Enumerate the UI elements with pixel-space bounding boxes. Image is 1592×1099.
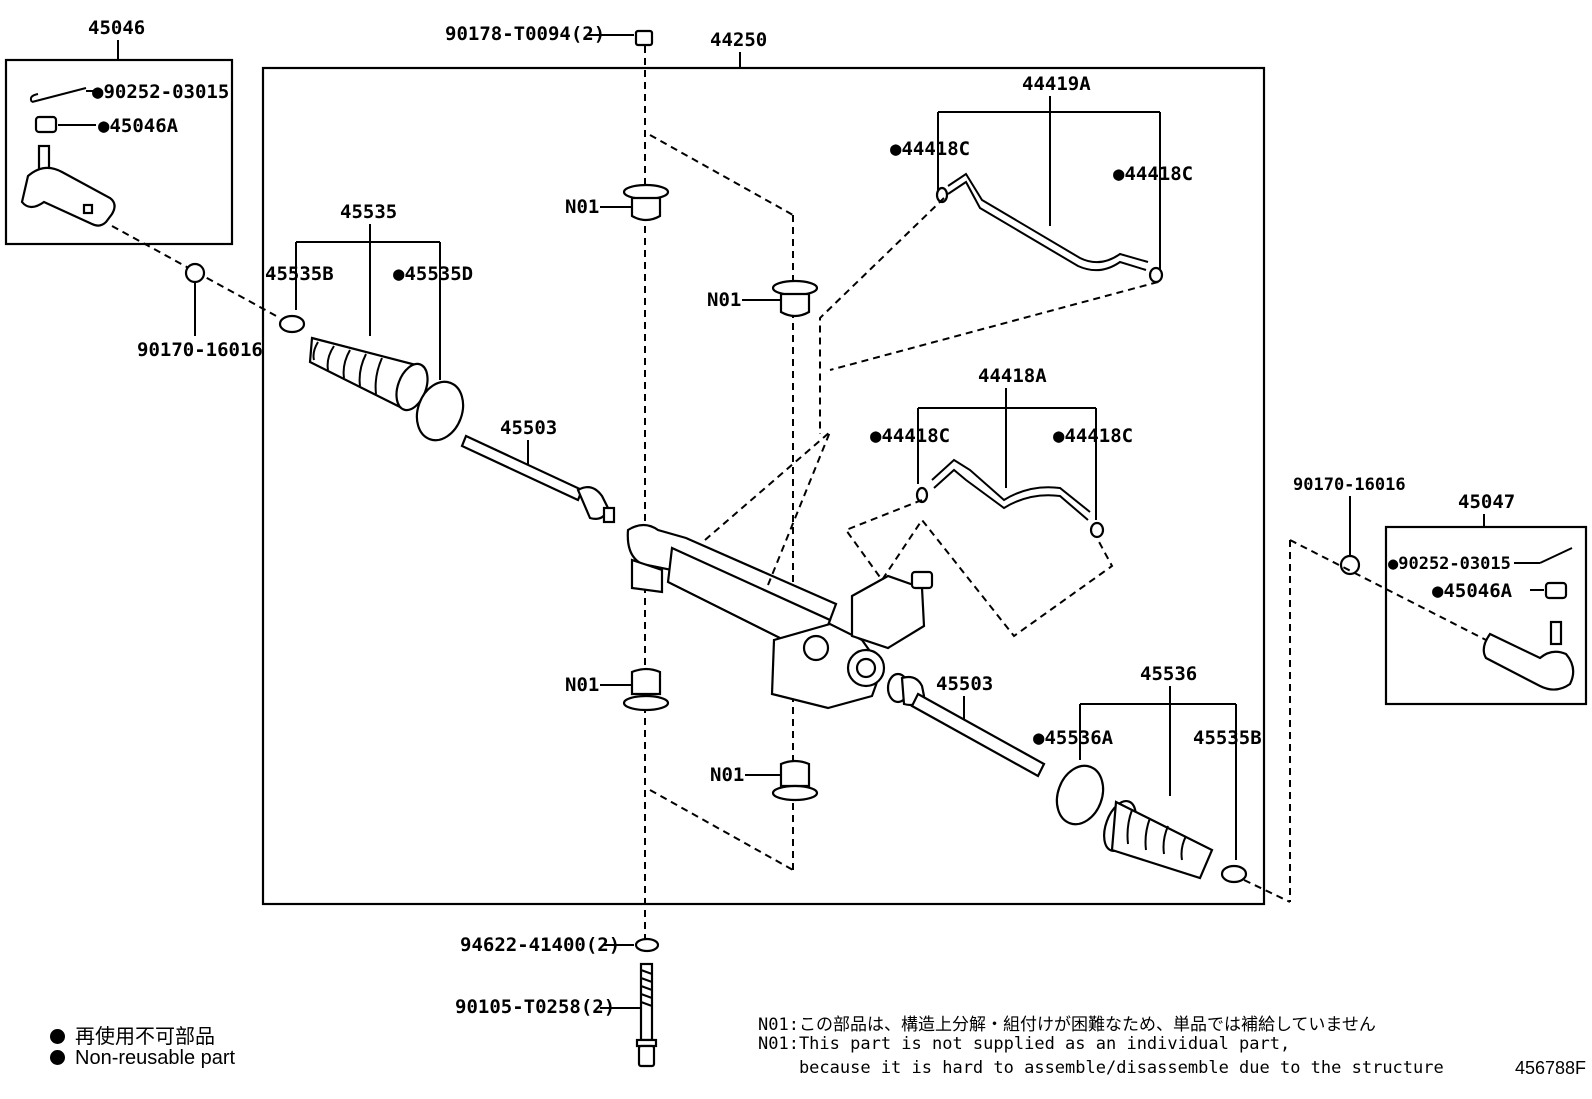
label-45047[interactable]: 45047: [1458, 491, 1515, 513]
label-44250[interactable]: 44250: [710, 29, 767, 51]
bullet-icon: [50, 1050, 65, 1065]
bolt-90105-icon: [635, 962, 658, 1068]
label-n01-a[interactable]: N01: [565, 196, 599, 218]
clamp-45535B-left-icon: [278, 314, 306, 334]
label-90105-T0258[interactable]: 90105-T0258(2): [455, 996, 615, 1018]
figure-number: 456788F: [1514, 1058, 1586, 1078]
nut-90178-icon: [634, 29, 654, 47]
note-line-1: N01:この部品は、構造上分解・組付けが困難なため、単品では補給していません: [758, 1015, 1376, 1035]
label-90170-16016-right[interactable]: 90170-16016: [1293, 475, 1406, 495]
nut-right-icon: [1544, 581, 1568, 600]
boot-45536-icon: [1103, 800, 1214, 880]
inner-tie-rod-left-icon: [460, 434, 616, 524]
nut-icon: [34, 115, 58, 134]
label-44418A[interactable]: 44418A: [978, 365, 1047, 387]
label-45536A[interactable]: ●45536A: [1033, 727, 1114, 749]
label-n01-b[interactable]: N01: [707, 289, 741, 311]
n01-bushing-bottom-right: N01: [710, 759, 819, 802]
n01-bushing-bottom-left: N01: [565, 667, 670, 712]
clamp-45535B-right-icon: [1220, 864, 1248, 884]
label-n01-d[interactable]: N01: [710, 764, 744, 786]
legend-jp: 再使用不可部品: [50, 1020, 215, 1049]
label-44418C-3[interactable]: ●44418C: [870, 425, 950, 447]
label-90170-16016-left[interactable]: 90170-16016: [137, 339, 263, 361]
cotter-pin-right-icon: [1539, 547, 1573, 564]
label-45535B-right[interactable]: 45535B: [1193, 727, 1262, 749]
label-45535D[interactable]: ●45535D: [393, 263, 473, 285]
nut-90170-left-icon: [184, 262, 206, 284]
inner-tie-rod-right-icon: [886, 672, 1046, 778]
label-45046A-right[interactable]: ●45046A: [1432, 580, 1513, 602]
label-45503-left[interactable]: 45503: [500, 417, 557, 439]
label-90252-03015-left[interactable]: ●90252-03015: [92, 81, 229, 103]
gear-assembly-boundary-box: [261, 66, 1266, 906]
cotter-pin-icon: [29, 87, 87, 103]
tie-rod-end-right-group: [1384, 525, 1588, 706]
n01-bushing-top-left: N01: [565, 183, 670, 222]
label-45535B-left[interactable]: 45535B: [265, 263, 334, 285]
label-90178-T0094[interactable]: 90178-T0094(2): [445, 23, 605, 45]
label-44418C-2[interactable]: ●44418C: [1113, 163, 1193, 185]
label-44418C-1[interactable]: ●44418C: [890, 138, 970, 160]
legend-en: Non-reusable part: [50, 1047, 235, 1070]
pipe-44419A-icon: [947, 172, 1149, 264]
tie-rod-end-left-icon: [20, 144, 116, 227]
clamp-45535D-icon: [415, 380, 465, 442]
tie-rod-end-left-group: 45046 ●90252-03015 ●45046A: [4, 17, 234, 246]
legend-en-text: Non-reusable part: [75, 1047, 236, 1069]
tie-rod-end-right-icon: [1482, 620, 1575, 691]
note-line-3: because it is hard to assemble/disassemb…: [758, 1058, 1444, 1078]
label-44419A[interactable]: 44419A: [1022, 73, 1091, 95]
clamp-45536A-icon: [1055, 764, 1105, 826]
legend-jp-text: 再使用不可部品: [75, 1026, 215, 1048]
nut-90170-right-icon: [1339, 554, 1361, 576]
washer-94622-icon: [634, 937, 660, 953]
n01-bushing-top-right: N01: [707, 279, 819, 318]
label-n01-c[interactable]: N01: [565, 674, 599, 696]
label-44418C-4[interactable]: ●44418C: [1053, 425, 1133, 447]
pipe-44418A-icon: [931, 458, 1091, 513]
label-45503-right[interactable]: 45503: [936, 673, 993, 695]
note-line-2: N01:This part is not supplied as an indi…: [758, 1034, 1291, 1054]
label-90252-03015-right[interactable]: ●90252-03015: [1388, 554, 1511, 574]
label-45536[interactable]: 45536: [1140, 663, 1197, 685]
label-45535[interactable]: 45535: [340, 201, 397, 223]
label-45046[interactable]: 45046: [88, 17, 145, 39]
rack-housing-icon: [626, 523, 934, 710]
boot-45535-icon: [308, 336, 429, 412]
bullet-icon: [50, 1029, 65, 1044]
label-94622-41400[interactable]: 94622-41400(2): [460, 934, 620, 956]
label-45046A-left[interactable]: ●45046A: [98, 115, 179, 137]
